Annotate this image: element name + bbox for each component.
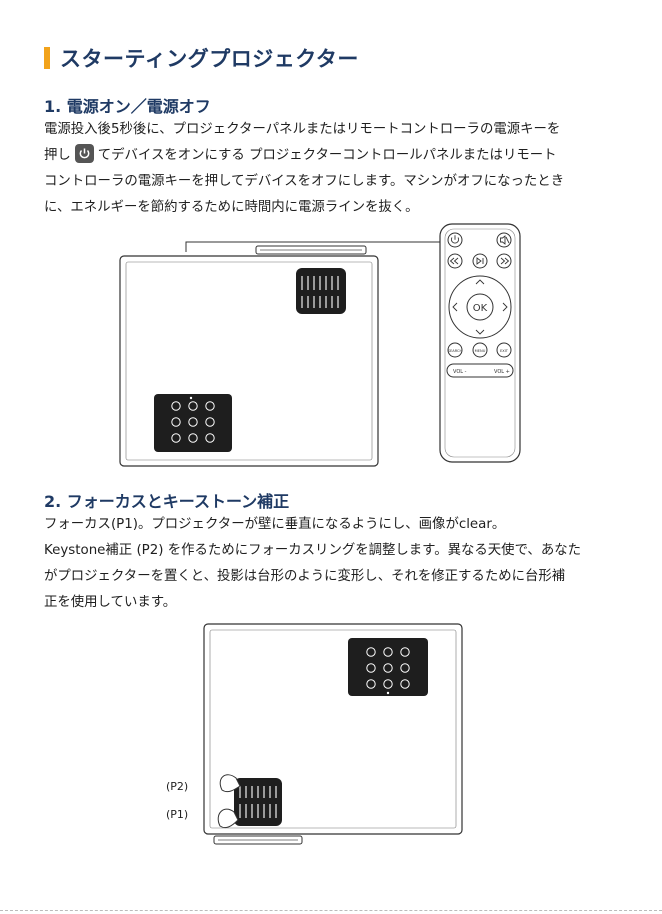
remote-exit-label: EXIT — [500, 349, 509, 353]
projector-control-panel — [154, 394, 232, 452]
page-title: スターティングプロジェクター — [60, 47, 359, 71]
power-line-2-pre: 押し — [44, 148, 71, 163]
focus-ring — [234, 778, 282, 826]
power-line-2-post: てデバイスをオンにする プロジェクターコントロールパネルまたはリモート — [97, 148, 557, 163]
hand-upper — [219, 774, 241, 793]
focus-line-4: 正を使用しています。 — [44, 595, 177, 610]
remote-search-label: SEARCH — [448, 349, 463, 353]
label-p2: (P2) — [166, 780, 189, 793]
focus-paragraph: フォーカス(P1)。プロジェクターが壁に垂直になるようにし、画像がclear。 … — [44, 512, 634, 616]
section-heading-focus: 2. フォーカスとキーストーン補正 — [44, 492, 290, 511]
section-heading-power: 1. 電源オン／電源オフ — [44, 97, 211, 116]
focus-line-3: がプロジェクターを置くと、投影は台形のように変形し、それを修正するために台形補 — [44, 569, 566, 584]
remote-vol-minus-label: VOL - — [453, 369, 467, 375]
remote-menu-label: MENU — [475, 349, 486, 353]
hand-lower — [217, 808, 239, 829]
title-accent-bar — [44, 47, 50, 69]
focus-line-1: フォーカス(P1)。プロジェクターが壁に垂直になるようにし、画像がclear。 — [44, 517, 506, 532]
power-line-3: コントローラの電源キーを押してデバイスをオフにします。マシンがオフになったとき — [44, 174, 565, 189]
focus-line-2: Keystone補正 (P2) を作るためにフォーカスリングを調整します。異なる… — [44, 543, 581, 558]
label-p1: (P1) — [166, 808, 189, 821]
power-line-2: 押し てデバイスをオンにする プロジェクターコントロールパネルまたはリモート — [44, 143, 624, 169]
power-illustration: OK SEARCH MENU EXIT VOL - VOL + — [119, 223, 521, 467]
power-line-1: 電源投入後5秒後に、プロジェクターパネルまたはリモートコントローラの電源キーを — [44, 122, 561, 137]
focus-illustration — [203, 623, 463, 845]
power-paragraph: 電源投入後5秒後に、プロジェクターパネルまたはリモートコントローラの電源キーを … — [44, 117, 624, 221]
footer-divider — [0, 910, 662, 912]
remote-ok-label: OK — [473, 303, 488, 314]
power-button-icon — [74, 144, 94, 163]
remote-vol-plus-label: VOL + — [494, 369, 510, 375]
power-line-4: に、エネルギーを節約するために時間内に電源ラインを抜く。 — [44, 200, 419, 215]
projector-control-panel-2 — [348, 638, 428, 696]
